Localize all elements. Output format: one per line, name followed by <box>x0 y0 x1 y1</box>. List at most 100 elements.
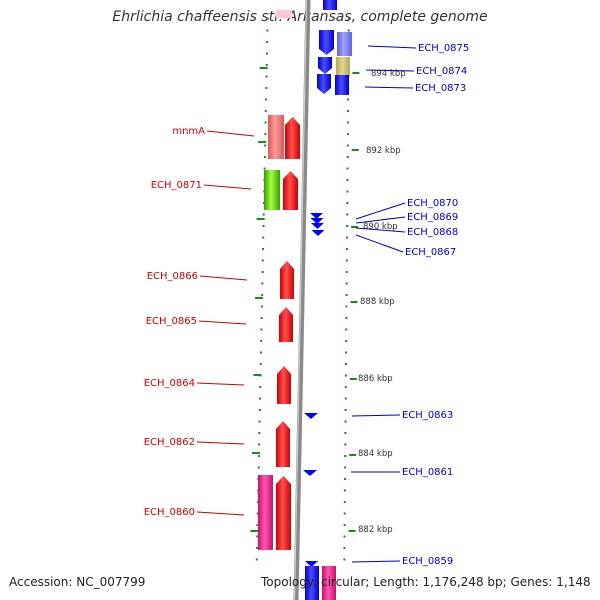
leader-line <box>355 216 406 224</box>
gene-label-ECH_0873[interactable]: ECH_0873 <box>415 83 466 94</box>
gene-label-ECH_0860[interactable]: ECH_0860 <box>144 507 195 518</box>
backbone-highlight <box>293 0 308 600</box>
gene-label-mnmA[interactable]: mnmA <box>172 126 205 137</box>
tick-dot-right <box>344 363 347 365</box>
backbone-line <box>293 0 311 600</box>
gene-label-ECH_0864[interactable]: ECH_0864 <box>144 378 195 389</box>
tick-dot-right <box>345 328 348 331</box>
gene-label-ECH_0866[interactable]: ECH_0866 <box>147 271 198 282</box>
leader-line <box>355 227 406 233</box>
tick-dot-right <box>345 317 348 319</box>
major-tick-right <box>351 149 359 151</box>
tick-dot-right <box>346 144 349 147</box>
tick-dot-right <box>345 282 348 285</box>
gene-box-ECH_0860-partner <box>258 475 273 550</box>
tick-dot-left <box>256 501 259 503</box>
gene-box-mnmA-partner <box>268 115 284 159</box>
gene-label-ECH_0867[interactable]: ECH_0867 <box>405 247 456 258</box>
tick-dot-left <box>265 75 268 78</box>
major-tick-left <box>259 67 268 69</box>
gene-labels[interactable]: mnmAECH_0871ECH_0866ECH_0865ECH_0864ECH_… <box>144 43 470 567</box>
tick-dot-left <box>260 317 263 319</box>
scale-label: 890 kbp <box>363 222 398 232</box>
leader-line <box>355 202 406 220</box>
tick-dot-left <box>262 213 265 216</box>
leader-line <box>196 441 245 445</box>
tick-dot-right <box>346 190 349 193</box>
gene-chevron-ECH_0861 <box>303 470 317 476</box>
tick-dot-left <box>257 455 260 457</box>
gene-box-ECH_0871-partner <box>264 170 280 210</box>
tick-dot-left <box>258 409 261 411</box>
gene-label-ECH_0865[interactable]: ECH_0865 <box>146 316 197 327</box>
scale-label: 892 kbp <box>366 146 401 156</box>
leader-line <box>198 320 247 325</box>
scale-label: 884 kbp <box>358 449 393 459</box>
gene-label-ECH_0870[interactable]: ECH_0870 <box>407 198 458 209</box>
tick-dot-right <box>347 110 350 112</box>
gene-label-ECH_0868[interactable]: ECH_0868 <box>407 227 458 238</box>
leader-line <box>365 69 415 72</box>
tick-dot-left <box>263 156 266 158</box>
major-tick-right <box>352 72 360 74</box>
tick-dot-right <box>344 409 347 411</box>
tick-dot-right <box>344 478 347 480</box>
topology-text: Topology: circular; Length: 1,176,248 bp… <box>261 575 591 589</box>
gene-label-ECH_0863[interactable]: ECH_0863 <box>402 410 453 421</box>
gene-label-ECH_0859[interactable]: ECH_0859 <box>402 556 453 567</box>
tick-dot-left <box>260 328 263 331</box>
tick-dot-left <box>265 87 268 89</box>
leader-line <box>355 234 404 253</box>
gene-chevron-ECH_0863 <box>304 413 318 419</box>
tick-dot-right <box>345 271 348 273</box>
gene-arrow-ECH_0875 <box>319 30 334 55</box>
scale-label: 886 kbp <box>358 374 393 384</box>
tick-dot-right <box>346 121 349 124</box>
tick-dot-left <box>258 432 261 434</box>
tick-dot-right <box>344 466 347 469</box>
gene-box-top-blue <box>323 0 337 10</box>
genome-title: Ehrlichia chaffeensis str. Arkansas, com… <box>112 9 488 25</box>
tick-dot-right <box>345 259 348 262</box>
tick-dot-left <box>264 110 267 112</box>
tick-dot-right <box>344 443 347 446</box>
tick-dot-left <box>256 535 259 538</box>
tick-dot-right <box>346 156 349 158</box>
tick-dot-left <box>261 259 264 262</box>
major-tick-left <box>256 218 265 220</box>
gene-label-ECH_0871[interactable]: ECH_0871 <box>151 180 202 191</box>
gene-label-ECH_0874[interactable]: ECH_0874 <box>416 66 467 77</box>
tick-dot-left <box>256 512 259 515</box>
major-tick-left <box>253 374 262 376</box>
accession-text: Accession: NC_007799 <box>9 575 146 589</box>
tick-dot-right <box>343 558 346 561</box>
gene-label-ECH_0875[interactable]: ECH_0875 <box>418 43 469 54</box>
tick-dot-right <box>343 535 346 538</box>
tick-dot-right <box>346 202 349 204</box>
tick-dot-right <box>344 397 347 400</box>
major-tick-right <box>349 378 357 380</box>
gene-arrow-ECH_0865 <box>279 307 293 342</box>
tick-dot-right <box>344 386 347 388</box>
tick-dot-left <box>259 397 262 400</box>
tick-dot-left <box>260 340 263 342</box>
major-tick-right <box>348 530 356 532</box>
tick-dot-left <box>262 236 265 239</box>
gene-arrow-ECH_0874a <box>318 57 332 74</box>
gene-label-ECH_0861[interactable]: ECH_0861 <box>402 467 453 478</box>
leader-line <box>196 511 245 516</box>
tick-dot-left <box>262 202 265 204</box>
tick-dot-left <box>258 420 261 423</box>
tick-dot-right <box>347 29 350 32</box>
gene-arrow-ECH_0871 <box>283 171 298 210</box>
gene-label-ECH_0869[interactable]: ECH_0869 <box>407 212 458 223</box>
tick-dot-left <box>255 558 258 561</box>
tick-dot-right <box>346 167 349 170</box>
tick-dot-right <box>347 18 350 20</box>
tick-dot-left <box>266 18 269 20</box>
gene-box-bottom-blue <box>305 566 319 600</box>
tick-dot-right <box>345 305 348 308</box>
gene-label-ECH_0862[interactable]: ECH_0862 <box>144 437 195 448</box>
